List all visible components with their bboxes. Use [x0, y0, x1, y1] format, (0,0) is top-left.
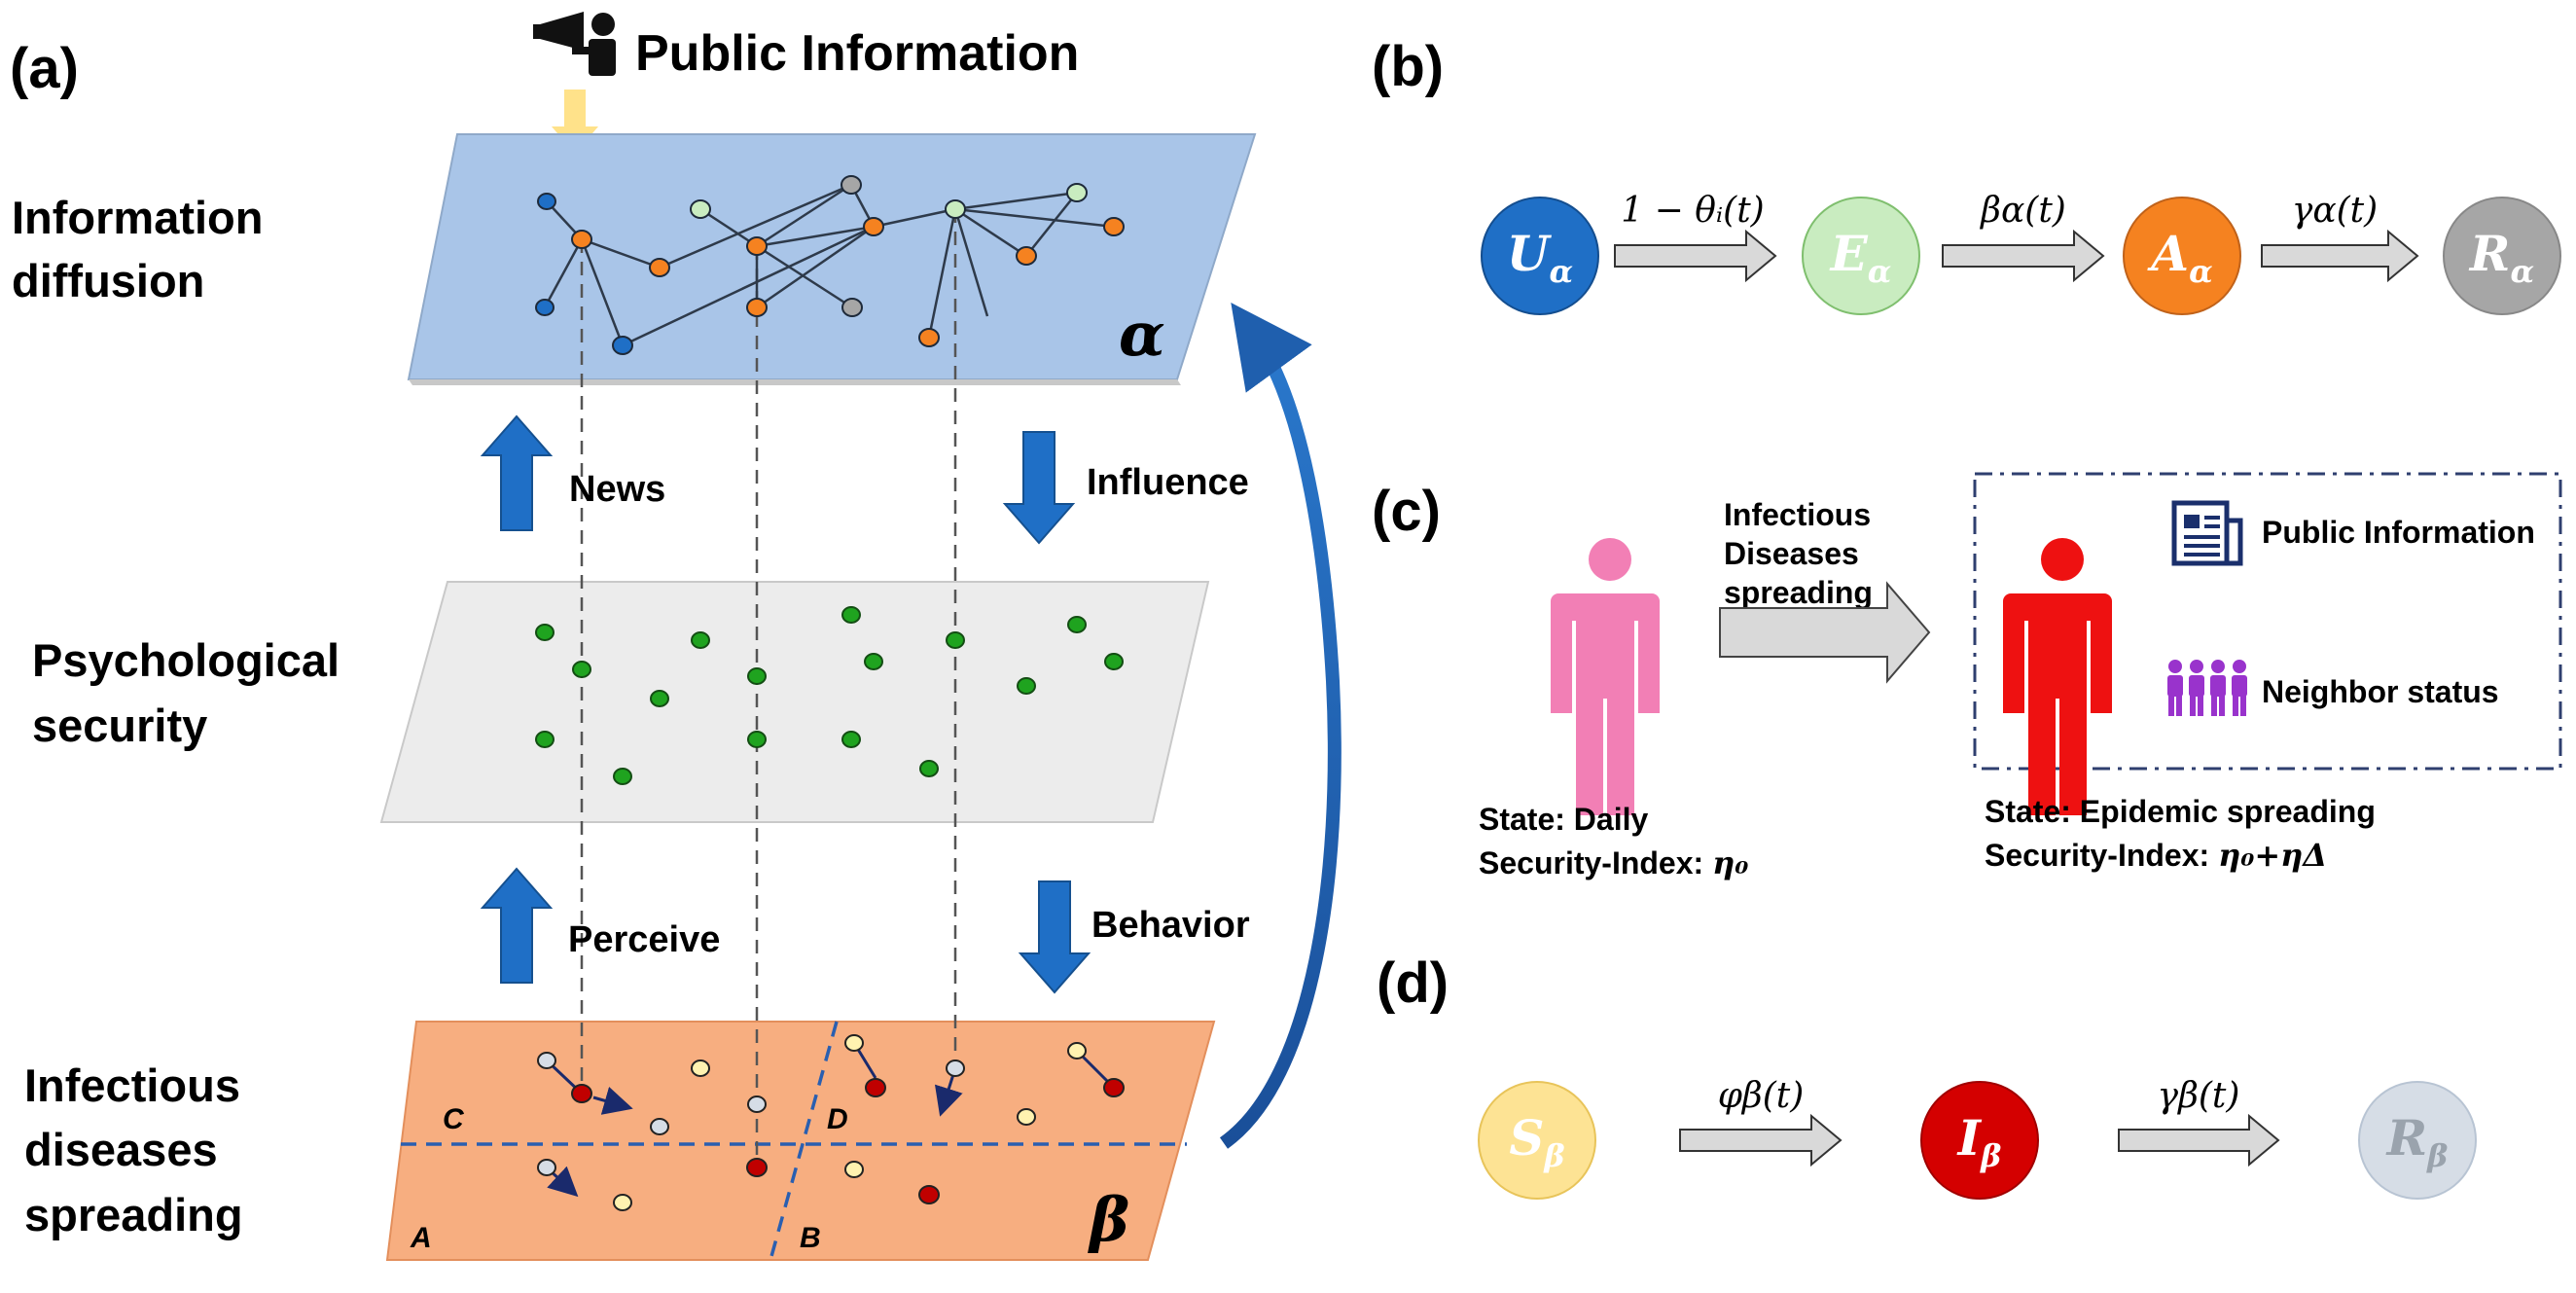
svg-text:diseases: diseases — [24, 1124, 218, 1175]
state-e-alpha: Eα — [1802, 197, 1920, 315]
psychological-security-layer — [379, 581, 1210, 823]
psychological-nodes — [535, 606, 1124, 785]
beta-symbol: β — [1088, 1184, 1129, 1255]
panel-b-label: (b) — [1372, 35, 1444, 98]
state-r-alpha: Rα — [2443, 197, 2561, 315]
layer-label-psychological-security: Psychological security — [32, 634, 340, 751]
influence-down-arrow — [1002, 431, 1076, 545]
person-epidemic-icon — [2003, 538, 2112, 815]
svg-text:Aα: Aα — [2147, 225, 2212, 290]
svg-text:Iβ: Iβ — [1956, 1109, 2002, 1174]
svg-text:Psychological: Psychological — [32, 634, 340, 686]
network-edges — [543, 183, 1115, 347]
rate-arrow-phi — [1679, 1113, 1843, 1167]
network-nodes — [535, 175, 1125, 355]
region-label-a: A — [410, 1222, 432, 1254]
person-daily-icon — [1551, 538, 1660, 815]
rate-arrow-1 — [1614, 229, 1777, 283]
panel-d-label: (d) — [1377, 952, 1449, 1015]
region-label-d: D — [827, 1103, 848, 1135]
state-r-beta: Rβ — [2358, 1081, 2477, 1200]
svg-text:Rα: Rα — [2468, 225, 2534, 290]
transition-label: Infectious Diseases spreading — [1724, 497, 1873, 610]
epidemic-nodes — [537, 1034, 1125, 1211]
news-label: News — [569, 469, 665, 510]
feedback-curve-arrow — [1219, 303, 1342, 1149]
svg-text:spreading: spreading — [24, 1189, 243, 1240]
region-label-b: B — [800, 1222, 821, 1254]
state-a-alpha: Aα — [2123, 197, 2241, 315]
neighbor-status-label: Neighbor status — [2262, 674, 2499, 709]
svg-text:Infectious: Infectious — [1724, 497, 1871, 532]
neighbor-group-icon — [2167, 660, 2247, 716]
infectious-diseases-layer — [385, 1021, 1216, 1261]
panel-a-label: (a) — [10, 37, 79, 100]
layer-label-infectious-diseases: Infectious diseases spreading — [24, 1060, 243, 1240]
daily-security-index: Security-Index: η₀ — [1479, 844, 1748, 881]
alpha-symbol: α — [1119, 299, 1165, 370]
rate-arrow-3 — [2261, 229, 2419, 283]
svg-text:Information: Information — [12, 192, 263, 243]
behavior-down-arrow — [1018, 880, 1091, 994]
svg-text:Diseases: Diseases — [1724, 536, 1859, 571]
svg-text:diffusion: diffusion — [12, 255, 204, 306]
rate-arrow-2 — [1942, 229, 2105, 283]
state-s-beta: Sβ — [1478, 1081, 1596, 1200]
daily-state-label: State: Daily — [1479, 802, 1648, 837]
rate-label-gamma-alpha: γα(t) — [2292, 191, 2378, 231]
svg-text:security: security — [32, 700, 207, 751]
layer-label-information-diffusion: Information diffusion — [12, 192, 263, 306]
megaphone-person-icon — [533, 12, 616, 76]
newspaper-icon — [2171, 500, 2243, 566]
rate-label-gamma-beta: γβ(t) — [2158, 1076, 2240, 1116]
state-u-alpha: Uα — [1481, 197, 1599, 315]
public-information-label: Public Information — [2262, 515, 2535, 550]
epidemic-security-index: Security-Index: η₀+ηΔ — [1985, 837, 2327, 874]
epidemic-state-box — [1973, 472, 2562, 771]
epidemic-state-label: State: Epidemic spreading — [1985, 794, 2376, 829]
rate-label-theta: 1 − θᵢ(t) — [1621, 191, 1764, 231]
svg-text:Uα: Uα — [1507, 225, 1573, 290]
perceive-up-arrow — [480, 867, 554, 984]
svg-text:spreading: spreading — [1724, 575, 1873, 610]
influence-label: Influence — [1087, 462, 1249, 503]
region-label-c: C — [443, 1103, 465, 1135]
svg-text:Infectious: Infectious — [24, 1060, 240, 1111]
public-information-title: Public Information — [635, 25, 1079, 82]
behavior-label: Behavior — [1091, 905, 1250, 946]
rate-label-phi-beta: φβ(t) — [1718, 1076, 1805, 1116]
region-divider-vertical — [769, 1021, 839, 1261]
svg-text:Rβ: Rβ — [2385, 1109, 2449, 1174]
news-up-arrow — [480, 414, 554, 531]
svg-text:Eα: Eα — [1829, 225, 1892, 290]
perceive-label: Perceive — [568, 919, 720, 960]
svg-text:Sβ: Sβ — [1509, 1109, 1564, 1174]
rate-label-beta-alpha: βα(t) — [1979, 191, 2066, 231]
state-i-beta: Iβ — [1920, 1081, 2039, 1200]
rate-arrow-gamma-beta — [2118, 1113, 2280, 1167]
transition-arrow — [1719, 581, 1931, 684]
panel-c-label: (c) — [1372, 480, 1441, 543]
